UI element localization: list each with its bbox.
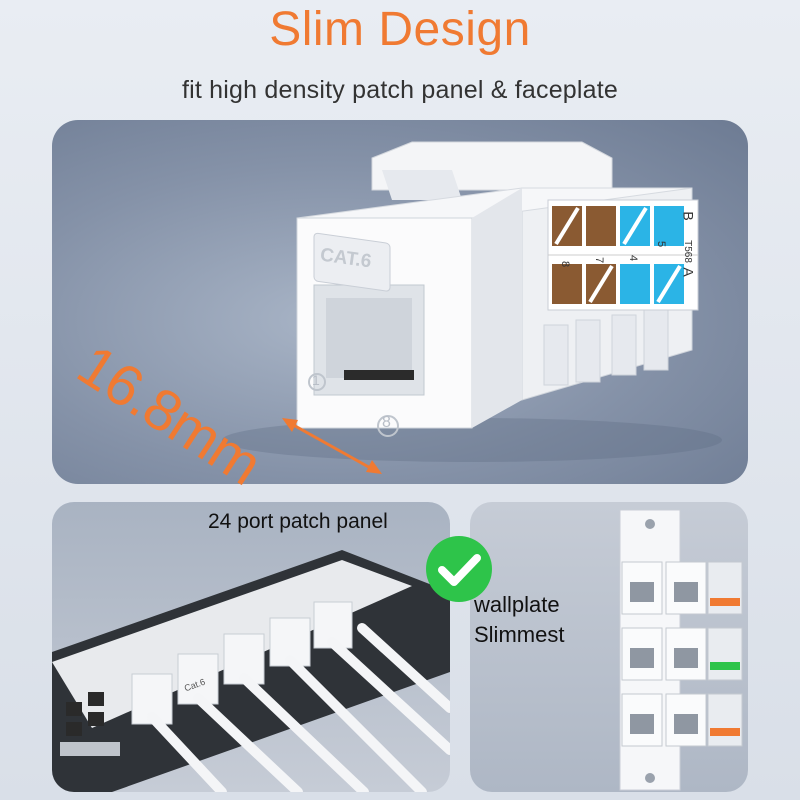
- wallplate-label: wallplate Slimmest: [474, 590, 564, 650]
- wiring-code-t568: T568: [681, 240, 693, 263]
- checkmark-icon: [426, 536, 492, 602]
- patch-panel-panel: Cat.6: [52, 502, 450, 792]
- wallplate-label-line2: Slimmest: [474, 622, 565, 647]
- wiring-code-a: A: [680, 267, 697, 277]
- page-subtitle: fit high density patch panel & faceplate: [181, 76, 619, 104]
- patch-panel-illustration: [52, 550, 450, 792]
- page-title: Slim Design: [269, 3, 531, 56]
- wiring-number-4: 4: [627, 254, 640, 262]
- wiring-number-7: 7: [593, 256, 606, 264]
- keystone-showcase-panel: CAT.6 1 8 B T568 A 8 7 4 5: [52, 120, 748, 484]
- wiring-color-code-label: [547, 199, 699, 311]
- pin-number-last: 8: [382, 414, 391, 431]
- dimension-arrow: [282, 418, 382, 474]
- pin-number-first: 1: [312, 372, 320, 388]
- wallplate-illustration: [619, 509, 743, 791]
- wiring-code-b: B: [680, 211, 697, 221]
- wiring-number-8: 8: [559, 260, 572, 268]
- patch-panel-label: 24 port patch panel: [208, 510, 388, 533]
- wallplate-label-line1: wallplate: [474, 592, 560, 617]
- wallplate-panel: [470, 502, 748, 792]
- keystone-jack-illustration: [222, 141, 722, 474]
- wiring-number-5: 5: [655, 240, 668, 248]
